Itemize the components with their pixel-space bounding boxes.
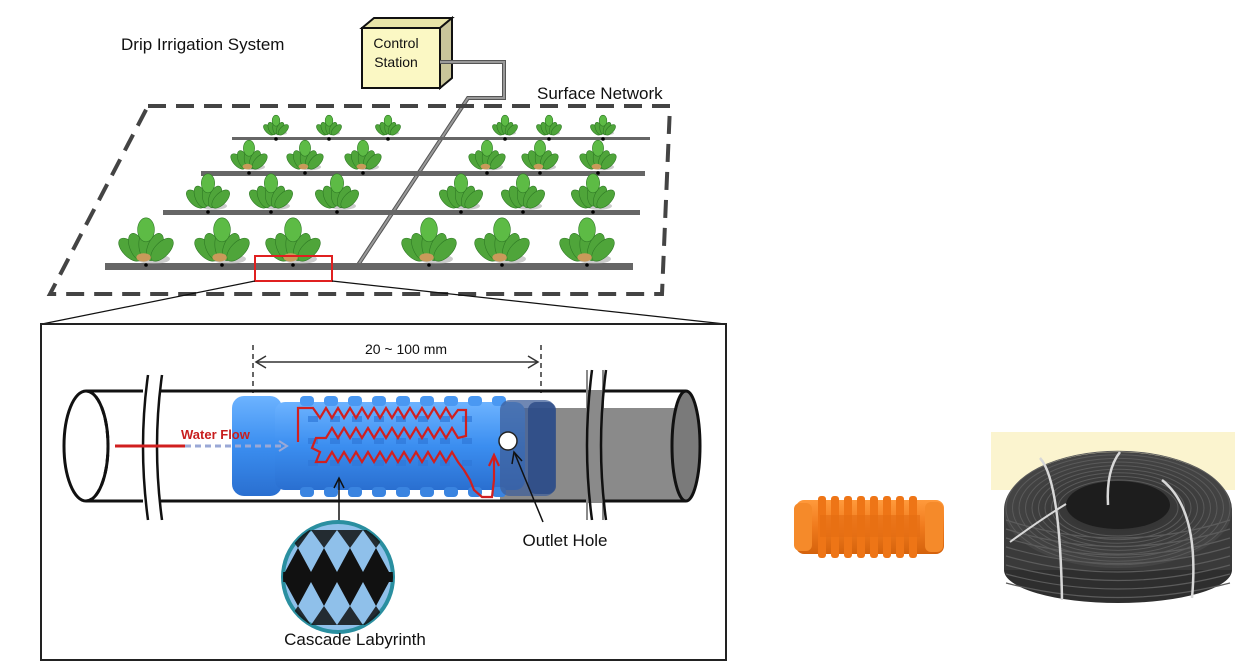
dimension-marker: 20 ~ 100 mm [252,341,542,393]
plant-icon [579,139,617,171]
plant-icon [375,114,401,136]
plant-rows [118,114,617,267]
zoom-highlight-box [254,255,333,282]
plant-icon [286,139,324,171]
plant-icon [501,173,545,210]
plant-icon [186,173,230,210]
plant-icon [194,217,250,264]
diagram-title: Drip Irrigation System [121,35,284,54]
outlet-hole-label: Outlet Hole [522,531,607,550]
plant-icon [401,217,457,264]
plant-icon [474,217,530,264]
plant-icon [559,217,615,264]
plant-icon [521,139,559,171]
plant-icon [315,173,359,210]
water-flow-label: Water Flow [181,427,251,442]
plant-icon [265,217,321,264]
plant-icon [468,139,506,171]
cascade-labyrinth-label: Cascade Labyrinth [284,630,426,649]
field-boundary [46,104,673,296]
dimension-label: 20 ~ 100 mm [365,341,447,357]
emitter-photo [794,496,944,558]
plant-icon [536,114,562,136]
plant-icon [316,114,342,136]
cascade-labyrinth-closeup [281,520,395,634]
plant-icon [590,114,616,136]
drip-tube-coil-photo [991,432,1235,603]
outlet-hole [498,431,518,451]
control-station-line2: Station [374,54,418,70]
plant-icon [118,217,174,264]
plant-icon [249,173,293,210]
lateral-lines [105,137,650,270]
plant-icon [263,114,289,136]
plant-icon [230,139,268,171]
plant-icon [344,139,382,171]
plant-icon [492,114,518,136]
water-flow-path: Water Flow [115,405,501,499]
control-station: Control Station [359,15,455,91]
plant-icon [571,173,615,210]
control-station-line1: Control [373,35,418,51]
plant-icon [439,173,483,210]
surface-network-label: Surface Network [537,84,663,103]
